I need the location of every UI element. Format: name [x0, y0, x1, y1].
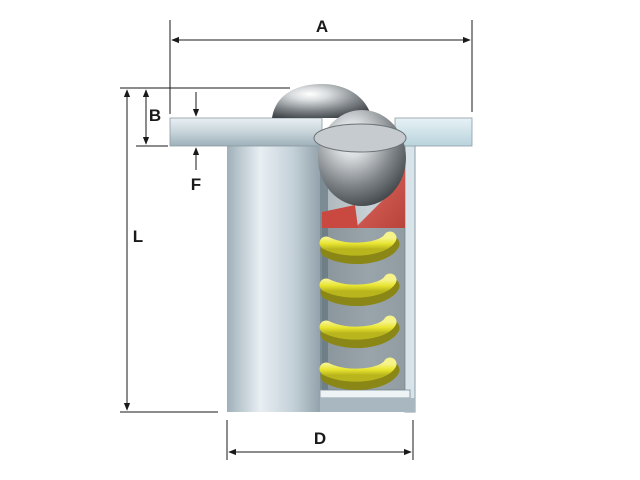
dim-l-label: L	[133, 227, 143, 246]
dim-f-label: F	[191, 175, 201, 194]
dim-a-label: A	[316, 17, 328, 36]
flange-left	[169, 117, 323, 147]
flange-right	[394, 117, 473, 147]
ball-retaining-lip	[313, 123, 407, 153]
dim-b-label: B	[149, 106, 161, 125]
housing-body	[227, 140, 322, 412]
ball-seat	[322, 168, 405, 228]
housing-bottom-lip	[320, 398, 415, 412]
spring-coil-1	[319, 231, 397, 256]
housing-inner-wall	[320, 140, 328, 412]
dimension-labels: A B F L D	[133, 17, 328, 448]
housing-outer-wall	[404, 127, 416, 413]
dimension-lines	[120, 20, 473, 460]
spring-coil-3	[319, 315, 397, 340]
spring-coil-2	[319, 273, 397, 298]
spring-coil-4	[319, 357, 397, 382]
spring	[319, 228, 405, 390]
ball-seat-insert	[355, 168, 405, 228]
dim-d-label: D	[314, 429, 326, 448]
housing-bottom-plate	[319, 389, 411, 399]
ball-dome	[272, 84, 372, 118]
ball-seat-left	[322, 205, 358, 228]
ball	[272, 84, 407, 206]
